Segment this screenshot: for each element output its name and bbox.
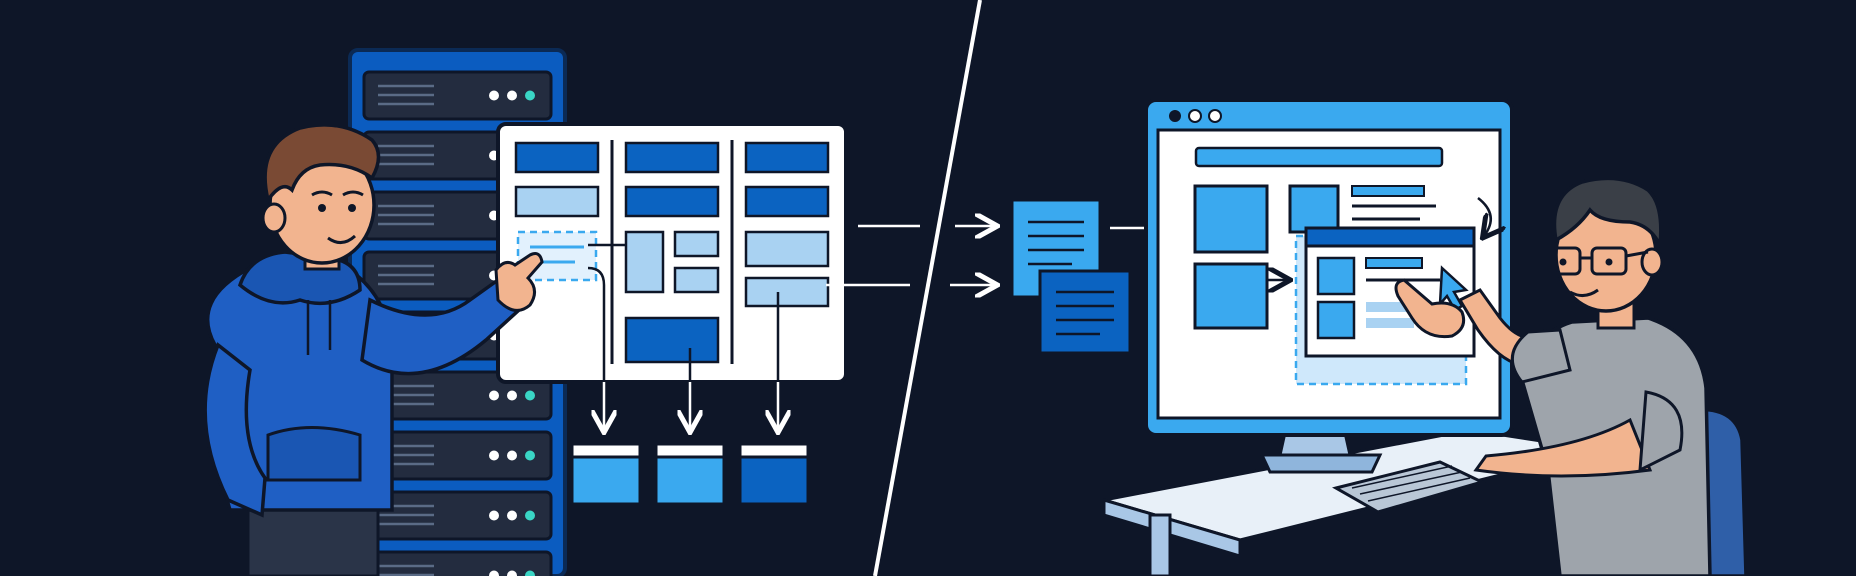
output-cards-icon [570, 442, 810, 506]
kanban-board-icon [496, 122, 848, 392]
rack-unit [362, 550, 553, 576]
developer-in-hoodie-icon [203, 123, 544, 576]
right-arrows [826, 226, 995, 285]
rack-unit [362, 490, 553, 541]
document-stack-icon [1010, 198, 1132, 355]
panel-divider [873, 0, 982, 576]
browser-window-icon [1144, 98, 1514, 474]
desk-icon [1102, 428, 1601, 576]
down-arrows [604, 382, 778, 430]
rack-unit [362, 70, 553, 121]
user-at-desk-icon [1394, 176, 1748, 576]
